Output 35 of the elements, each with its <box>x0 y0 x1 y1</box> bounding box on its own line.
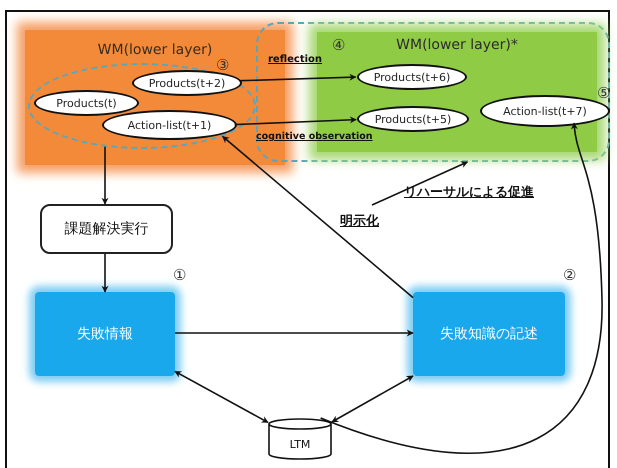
panel-heading: WM(lower layer) <box>98 42 212 58</box>
process-box <box>40 204 173 254</box>
node-label: Action-list(t+1) <box>128 118 212 132</box>
edge-label: reflection <box>268 54 322 65</box>
arrow <box>222 136 414 298</box>
database-cylinder <box>268 418 332 460</box>
step-number: ② <box>563 266 576 284</box>
edge-label: 明示化 <box>340 213 379 230</box>
arrow <box>240 74 356 82</box>
arrow <box>331 375 414 423</box>
node-label: 失敗情報 <box>77 325 133 343</box>
arrow <box>234 116 357 126</box>
node-label: Products(t+5) <box>374 112 452 126</box>
panel-heading: WM(lower layer)* <box>396 37 518 53</box>
ellipse-node <box>34 90 139 116</box>
node-label: Products(t+6) <box>374 70 450 84</box>
step-number: ④ <box>332 36 346 54</box>
group-region <box>256 22 610 162</box>
node-label: Products(t) <box>56 96 117 110</box>
info-box <box>35 292 175 376</box>
step-number: ③ <box>216 56 230 74</box>
step-number: ⑤ <box>597 84 610 102</box>
node-label: LTM <box>290 438 310 450</box>
arrow <box>372 161 468 206</box>
node-label: Action-list(t+7) <box>503 104 587 118</box>
arrow <box>175 330 414 336</box>
info-box <box>413 292 565 376</box>
arrow <box>102 254 108 293</box>
arrow <box>102 146 108 205</box>
arrow <box>174 370 269 424</box>
step-number: ① <box>173 266 186 284</box>
node-label: Products(t+2) <box>148 76 226 90</box>
node-label: 課題解決実行 <box>64 220 148 238</box>
node-label: 失敗知識の記述 <box>440 325 538 343</box>
arrow <box>320 122 603 454</box>
